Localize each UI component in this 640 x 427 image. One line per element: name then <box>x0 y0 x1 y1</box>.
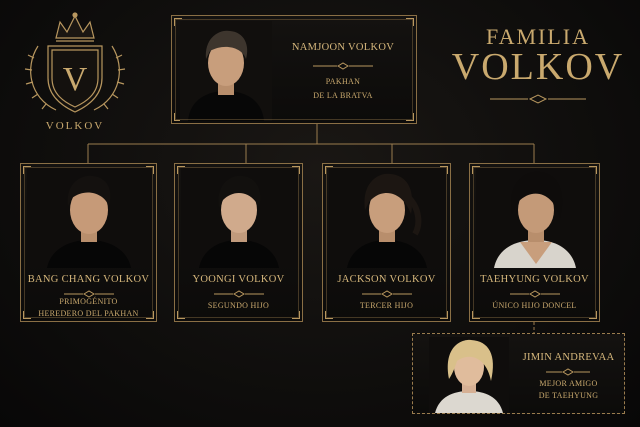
child-2-name: YOONGI VOLKOV <box>192 274 285 285</box>
child-3-ornament-icon <box>361 290 412 298</box>
friend-role-2: DE TAEHYUNG <box>538 391 599 400</box>
title-ornament-icon <box>490 94 586 104</box>
portrait-child-2 <box>181 168 298 268</box>
child-4-role-1: ÚNICO HIJO DONCEL <box>492 301 577 310</box>
child-1-name: BANG CHANG VOLKOV <box>27 274 150 285</box>
child-4-ornament-icon <box>509 290 560 298</box>
title-line-familia: FAMILIA <box>485 24 591 49</box>
child-1-role-2: HEREDERO DEL PAKHAN <box>38 309 139 318</box>
child-2-role-1: SEGUNDO HIJO <box>207 301 270 310</box>
card-child-1[interactable]: BANG CHANG VOLKOV PRIMOGÉNITO HEREDERO D… <box>20 163 157 322</box>
head-role-2: DE LA BRATVA <box>313 91 373 100</box>
card-child-3[interactable]: JACKSON VOLKOV TERCER HIJO <box>322 163 451 322</box>
friend-name: JIMIN ANDREVAA <box>522 352 615 363</box>
child-1-role-1: PRIMOGÉNITO <box>59 297 118 306</box>
child-3-name: JACKSON VOLKOV <box>337 274 436 285</box>
crest-label: VOLKOV <box>45 120 105 132</box>
crest-emblem-icon: V <box>24 12 126 113</box>
child-1-ornament-icon <box>63 290 114 298</box>
portrait-child-1 <box>27 168 152 268</box>
head-name: NAMJOON VOLKOV <box>291 42 395 53</box>
card-child-4[interactable]: TAEHYUNG VOLKOV ÚNICO HIJO DONCEL <box>469 163 600 322</box>
portrait-friend <box>429 337 509 413</box>
child-4-name: TAEHYUNG VOLKOV <box>480 274 589 285</box>
portrait-head <box>180 21 272 121</box>
portrait-child-4 <box>476 168 595 268</box>
portrait-child-3 <box>329 168 446 268</box>
head-ornament-icon <box>313 62 373 70</box>
card-friend[interactable]: JIMIN ANDREVAA MEJOR AMIGO DE TAEHYUNG <box>412 333 625 414</box>
friend-ornament-icon <box>546 368 590 376</box>
child-3-role-1: TERCER HIJO <box>359 301 414 310</box>
family-crest: V VOLKOV <box>16 8 134 134</box>
head-role-1: PAKHAN <box>325 77 361 86</box>
friend-role-1: MEJOR AMIGO <box>539 379 598 388</box>
title-line-volkov: VOLKOV <box>451 46 625 88</box>
card-child-2[interactable]: YOONGI VOLKOV SEGUNDO HIJO <box>174 163 303 322</box>
child-2-ornament-icon <box>213 290 264 298</box>
card-head[interactable]: NAMJOON VOLKOV PAKHAN DE LA BRATVA <box>171 15 417 124</box>
svg-text:V: V <box>63 61 88 98</box>
